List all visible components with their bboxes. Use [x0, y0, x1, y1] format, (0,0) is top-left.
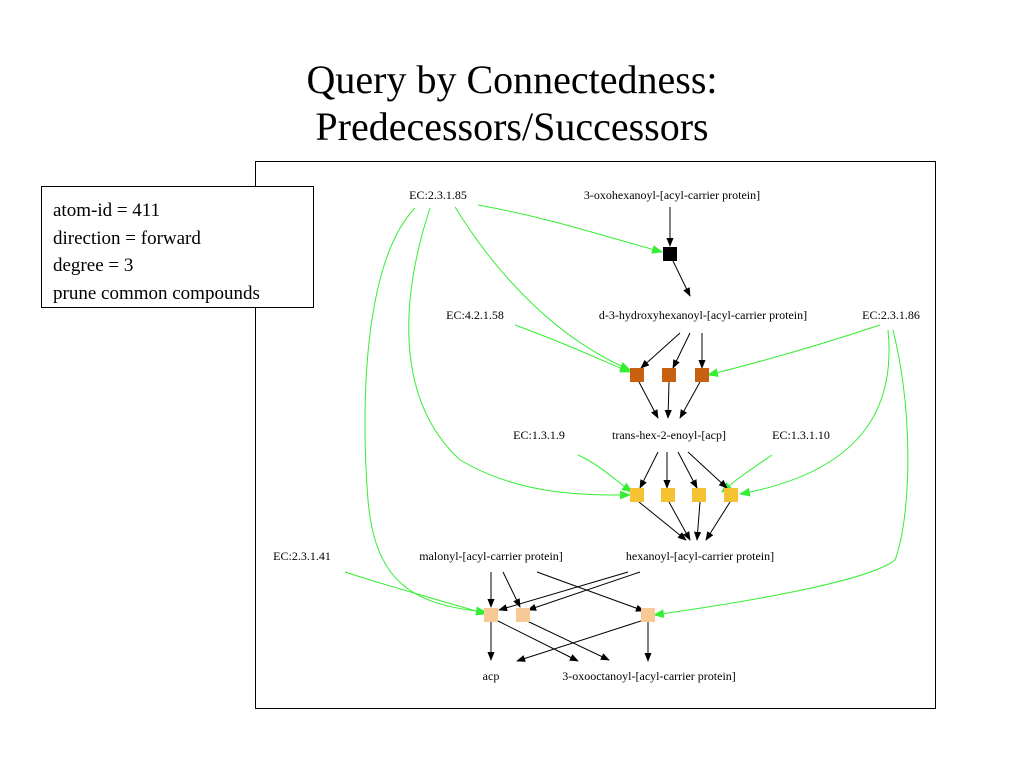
- reaction-arrow: [640, 332, 681, 369]
- reaction-node[interactable]: [661, 488, 675, 502]
- enzyme-edge: [652, 329, 909, 618]
- node-hydroxyhexanoyl-acp[interactable]: d-3-hydroxyhexanoyl-[acyl-carrier protei…: [599, 308, 807, 322]
- reaction-arrow: [694, 501, 702, 541]
- reaction-arrow: [672, 332, 691, 369]
- enzyme-edge: [721, 454, 773, 493]
- reaction-arrow: [672, 260, 691, 297]
- enzyme-edges: [344, 204, 909, 618]
- slide-title-line-2: Predecessors/Successors: [315, 104, 709, 149]
- reaction-node[interactable]: [724, 488, 738, 502]
- query-parameters-box: atom-id = 411 direction = forward degree…: [41, 186, 314, 308]
- enzyme-edge: [344, 571, 488, 616]
- reaction-node[interactable]: [641, 608, 655, 622]
- node-malonyl-acp[interactable]: malonyl-[acyl-carrier protein]: [419, 549, 563, 563]
- node-ec-1-3-1-9[interactable]: EC:1.3.1.9: [513, 428, 565, 442]
- query-degree: degree = 3: [53, 255, 134, 276]
- enzyme-edge: [706, 324, 881, 377]
- reaction-arrow: [498, 571, 629, 612]
- reaction-node[interactable]: [695, 368, 709, 382]
- reaction-arrow: [679, 381, 701, 419]
- enzyme-edge: [738, 329, 890, 497]
- reaction-arrow: [664, 381, 672, 419]
- slide-title-line-1: Query by Connectedness:: [306, 57, 718, 102]
- enzyme-edge: [364, 207, 488, 616]
- node-oxohexanoyl-acp[interactable]: 3-oxohexanoyl-[acyl-carrier protein]: [584, 188, 760, 202]
- node-labels: EC:2.3.1.85 3-oxohexanoyl-[acyl-carrier …: [273, 188, 920, 683]
- node-ec-1-3-1-10[interactable]: EC:1.3.1.10: [772, 428, 830, 442]
- node-hexanoyl-acp[interactable]: hexanoyl-[acyl-carrier protein]: [626, 549, 774, 563]
- reaction-arrow: [536, 571, 645, 612]
- enzyme-edge: [514, 324, 632, 373]
- reaction-arrow: [705, 501, 731, 541]
- reaction-node[interactable]: [630, 488, 644, 502]
- reaction-arrow: [516, 619, 645, 662]
- enzyme-edge: [408, 207, 632, 500]
- reaction-arrow: [502, 571, 521, 608]
- pathway-graph-frame: [255, 161, 936, 709]
- slide-title: Query by Connectedness: Predecessors/Suc…: [0, 56, 1024, 150]
- reaction-arrow: [638, 381, 659, 419]
- query-atom-id: atom-id = 411: [53, 200, 161, 221]
- node-ec-4-2-1-58[interactable]: EC:4.2.1.58: [446, 308, 504, 322]
- reaction-arrow: [639, 451, 659, 489]
- reaction-arrow: [527, 571, 641, 611]
- node-ec-2-3-1-86[interactable]: EC:2.3.1.86: [862, 308, 920, 322]
- reaction-arrow: [495, 619, 579, 662]
- reaction-node[interactable]: [630, 368, 644, 382]
- node-trans-hex-enoyl-acp[interactable]: trans-hex-2-enoyl-[acp]: [612, 428, 726, 442]
- enzyme-edge: [577, 454, 633, 493]
- reaction-node[interactable]: [662, 368, 676, 382]
- enzyme-edge: [477, 204, 664, 254]
- reaction-arrow: [668, 501, 691, 541]
- reaction-arrow: [524, 619, 610, 661]
- reaction-node[interactable]: [663, 247, 677, 261]
- reaction-arrows: [487, 207, 731, 662]
- reaction-arrow: [687, 451, 728, 489]
- node-ec-2-3-1-85[interactable]: EC:2.3.1.85: [409, 188, 467, 202]
- reaction-arrow: [638, 501, 687, 541]
- node-oxooctanoyl-acp[interactable]: 3-oxooctanoyl-[acyl-carrier protein]: [562, 669, 736, 683]
- enzyme-edge: [454, 206, 632, 371]
- reaction-nodes: [484, 247, 738, 622]
- reaction-node[interactable]: [484, 608, 498, 622]
- reaction-node[interactable]: [692, 488, 706, 502]
- reaction-arrow: [677, 451, 698, 489]
- query-direction: direction = forward: [53, 227, 201, 249]
- query-prune-option: prune common compounds: [53, 282, 260, 304]
- reaction-node[interactable]: [516, 608, 530, 622]
- node-acp[interactable]: acp: [483, 669, 500, 683]
- node-ec-2-3-1-41[interactable]: EC:2.3.1.41: [273, 549, 331, 563]
